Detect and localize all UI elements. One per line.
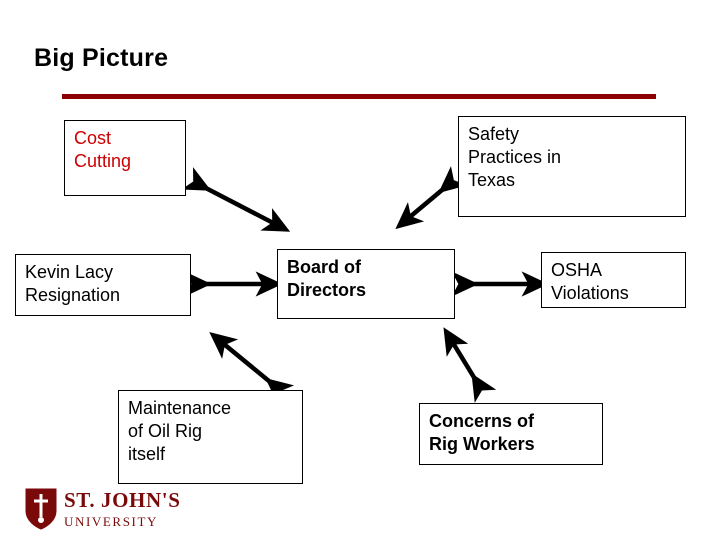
logo-subtitle: UNIVERSITY xyxy=(64,514,158,529)
logo-wordmark: ST. JOHN'S UNIVERSITY xyxy=(64,488,181,529)
title-underline-rule xyxy=(62,94,656,99)
connector-board-to-maintenance xyxy=(209,332,295,405)
node-cost-cutting[interactable]: Cost Cutting xyxy=(64,120,186,196)
connector-safety-to-board xyxy=(395,166,468,230)
node-maintenance[interactable]: Maintenance of Oil Rig itself xyxy=(118,390,303,484)
page-title: Big Picture xyxy=(34,44,169,72)
logo-name: ST. JOHN'S xyxy=(64,488,181,512)
node-osha-violations[interactable]: OSHA Violations xyxy=(541,252,686,308)
node-concerns-workers[interactable]: Concerns of Rig Workers xyxy=(419,403,603,465)
node-board-of-directors[interactable]: Board of Directors xyxy=(277,249,455,319)
shield-icon xyxy=(25,488,57,530)
node-kevin-lacy[interactable]: Kevin Lacy Resignation xyxy=(15,254,191,316)
connector-cost-cutting-to-board xyxy=(181,167,291,232)
connector-board-to-concerns xyxy=(443,327,497,403)
node-safety-practices[interactable]: Safety Practices in Texas xyxy=(458,116,686,217)
st-johns-logo: ST. JOHN'S UNIVERSITY xyxy=(18,487,198,535)
